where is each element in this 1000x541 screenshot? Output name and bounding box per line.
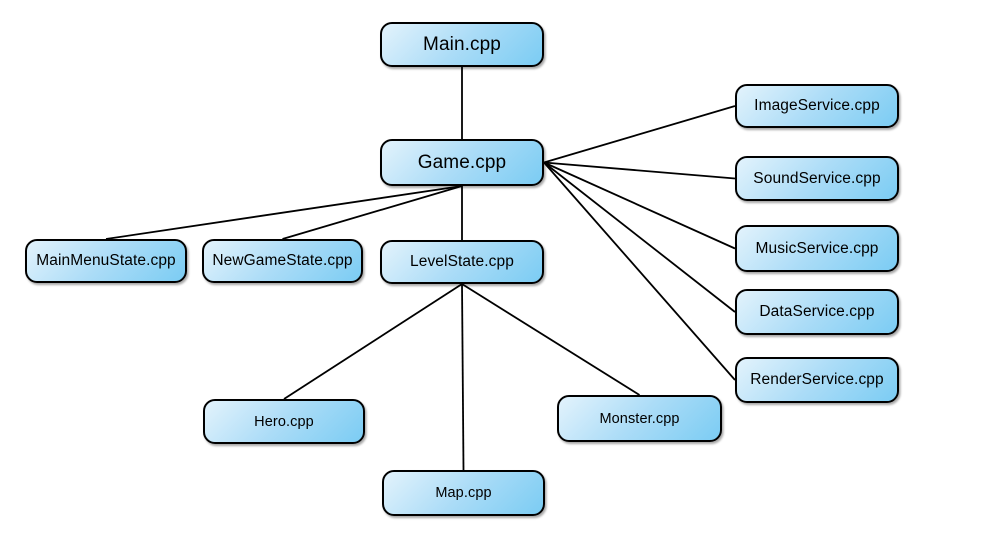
edge-game-dataservice — [543, 161, 736, 313]
node-label-hero: Hero.cpp — [254, 413, 314, 430]
edge-levelstate-hero — [283, 283, 463, 400]
node-label-mainmenustate: MainMenuState.cpp — [36, 252, 176, 269]
node-game: Game.cpp — [380, 139, 544, 186]
node-dataservice: DataService.cpp — [735, 289, 899, 335]
node-label-levelstate: LevelState.cpp — [410, 253, 514, 270]
node-label-musicservice: MusicService.cpp — [755, 239, 879, 257]
edge-levelstate-map — [461, 283, 465, 471]
node-label-newgamestate: NewGameState.cpp — [212, 252, 353, 269]
node-monster: Monster.cpp — [557, 395, 722, 442]
node-hero: Hero.cpp — [203, 399, 365, 444]
node-levelstate: LevelState.cpp — [380, 240, 544, 284]
node-soundservice: SoundService.cpp — [735, 156, 899, 201]
node-label-map: Map.cpp — [435, 485, 492, 501]
edge-game-newgamestate — [282, 185, 463, 240]
node-main: Main.cpp — [380, 22, 544, 67]
node-label-monster: Monster.cpp — [599, 410, 680, 427]
node-mainmenustate: MainMenuState.cpp — [25, 239, 187, 283]
edge-levelstate-monster — [461, 283, 640, 396]
edge-game-musicservice — [543, 161, 736, 250]
node-imageservice: ImageService.cpp — [735, 84, 899, 128]
node-label-renderservice: RenderService.cpp — [750, 371, 884, 388]
edge-game-mainmenustate — [105, 185, 463, 240]
node-renderservice: RenderService.cpp — [735, 357, 899, 403]
node-label-main: Main.cpp — [423, 33, 501, 55]
edge-game-renderservice — [543, 161, 736, 381]
node-label-dataservice: DataService.cpp — [759, 303, 875, 320]
edge-game-soundservice — [543, 161, 736, 180]
node-label-imageservice: ImageService.cpp — [754, 97, 880, 114]
edge-game-imageservice — [543, 105, 736, 164]
node-newgamestate: NewGameState.cpp — [202, 239, 363, 283]
node-label-game: Game.cpp — [417, 151, 507, 173]
node-map: Map.cpp — [382, 470, 545, 516]
node-musicservice: MusicService.cpp — [735, 225, 899, 272]
node-label-soundservice: SoundService.cpp — [753, 169, 881, 187]
